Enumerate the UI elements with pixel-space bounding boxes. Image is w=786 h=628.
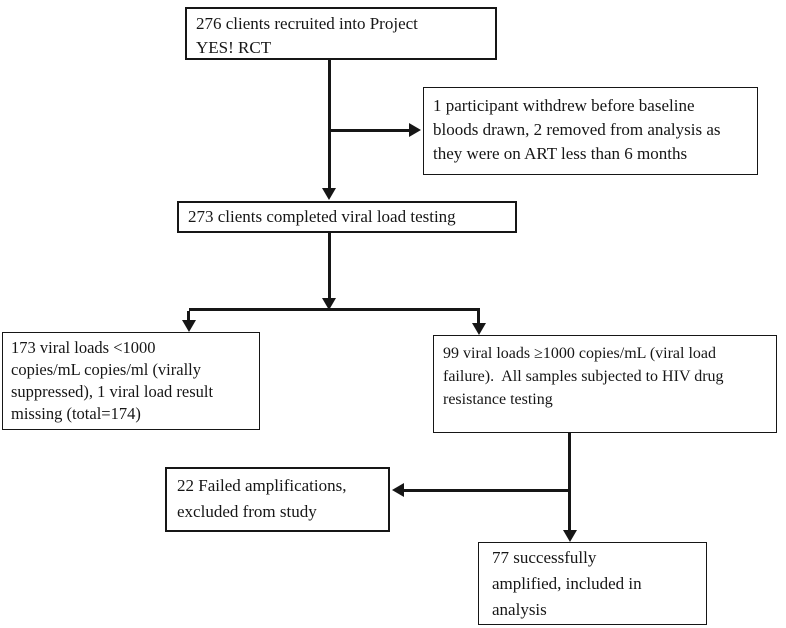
box-viral-load-failure: 99 viral loads ≥1000 copies/mL (viral lo… (433, 335, 777, 433)
arrowhead-down-into-testing-icon (322, 188, 336, 200)
box-completed-viral-load-testing: 273 clients completed viral load testing (177, 201, 517, 233)
arrowhead-down-into-amplified-icon (563, 530, 577, 542)
arrowhead-down-into-failure-icon (472, 323, 486, 335)
connector-split-to-suppressed (187, 311, 190, 321)
arrowhead-down-at-split-icon (322, 298, 336, 310)
box-failed-amplifications: 22 Failed amplifications, excluded from … (165, 467, 390, 532)
connector-split-to-failure (477, 311, 480, 323)
box-withdrawn: 1 participant withdrew before baseline b… (423, 87, 758, 175)
arrowhead-down-into-suppressed-icon (182, 320, 196, 332)
arrowhead-right-into-withdrawn-icon (409, 123, 421, 137)
connector-branch-to-withdrawn (330, 129, 409, 132)
connector-testing-to-split (328, 233, 331, 298)
arrowhead-left-into-failed-amplifications-icon (392, 483, 404, 497)
box-virally-suppressed: 173 viral loads <1000 copies/mL copies/m… (2, 332, 260, 430)
connector-recruited-to-testing (328, 60, 331, 189)
connector-branch-to-failed-amplifications (404, 489, 570, 492)
box-recruited: 276 clients recruited into Project YES! … (185, 7, 497, 60)
connector-split-horizontal (189, 308, 480, 311)
box-successfully-amplified: 77 successfully amplified, included in a… (478, 542, 707, 625)
connector-failure-to-amplified (568, 433, 571, 530)
